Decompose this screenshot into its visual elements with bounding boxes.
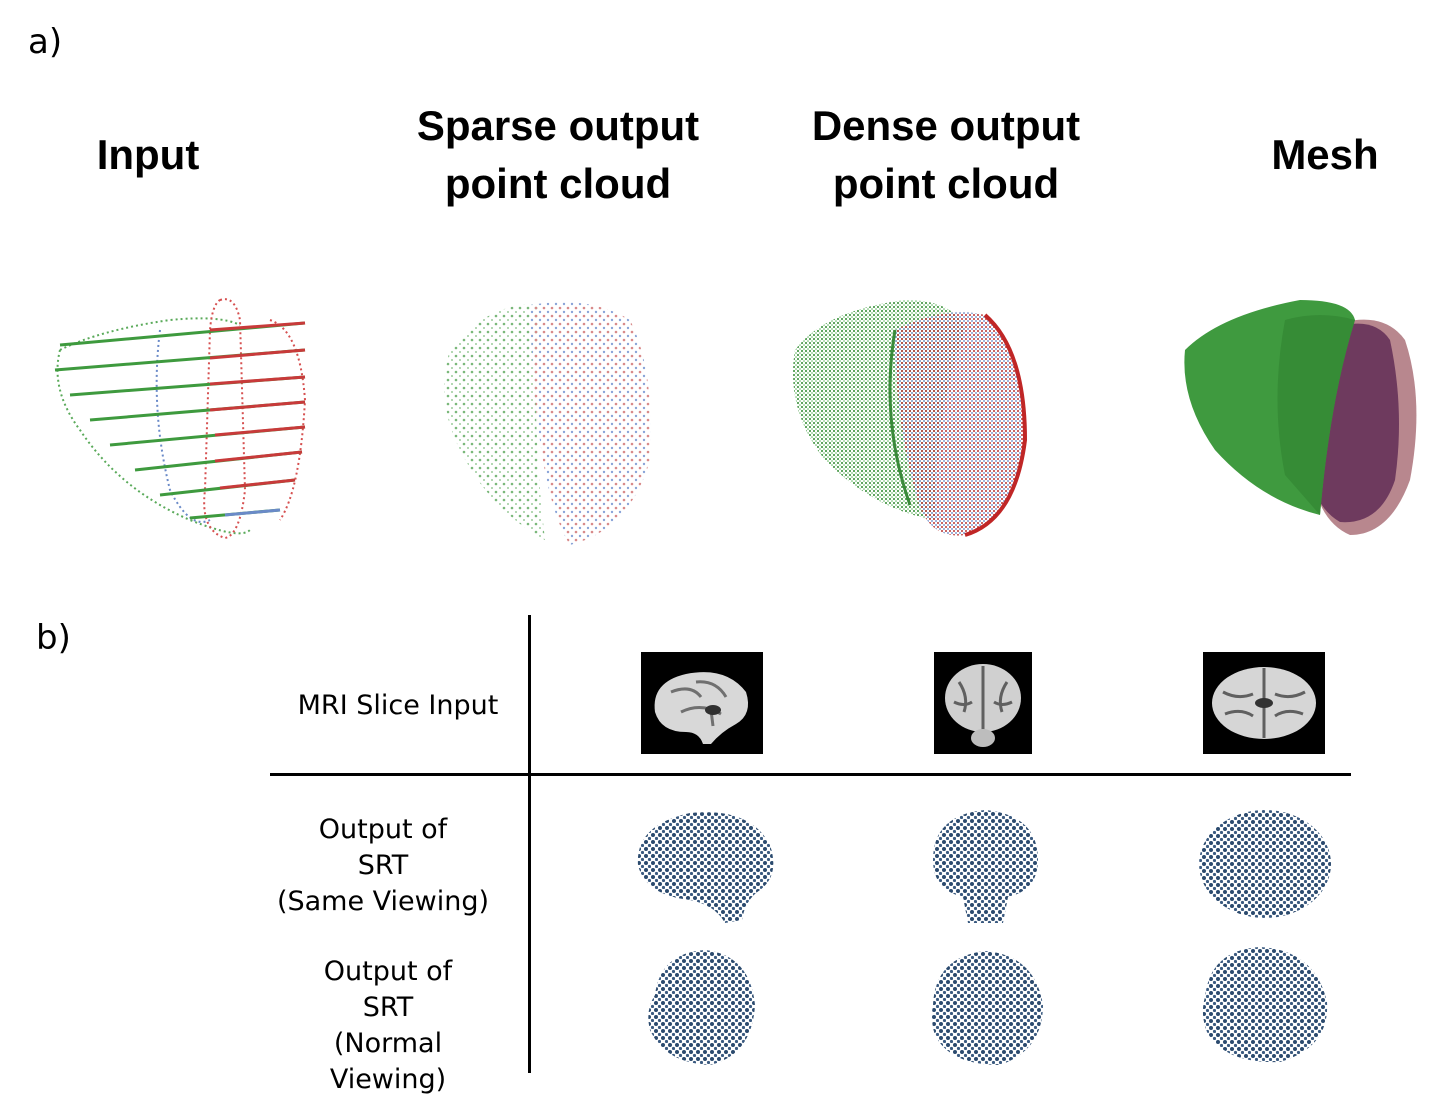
row-label-same-line3: (Same Viewing) [276, 886, 490, 917]
mesh-figure [1184, 300, 1417, 535]
srt-output-normal-coronal [931, 951, 1043, 1065]
col-title-sparse: Sparse output point cloud [400, 97, 716, 213]
col-title-dense-line1: Dense output [811, 102, 1081, 149]
table-vertical-rule [528, 615, 531, 1073]
col-title-dense: Dense output point cloud [790, 97, 1102, 213]
row-label-same-viewing: Output of SRT (Same Viewing) [268, 812, 498, 920]
dense-point-cloud-figure [793, 300, 1028, 537]
panel-b-label: b) [36, 618, 71, 658]
row-label-normal-line1: Output of [323, 956, 453, 987]
col-title-sparse-line1: Sparse output [416, 102, 700, 149]
col-title-mesh: Mesh [1271, 131, 1379, 178]
col-title-sparse-line2: point cloud [444, 160, 672, 207]
srt-output-same-axial [1199, 810, 1331, 918]
row-label-normal-viewing: Output of SRT (Normal Viewing) [272, 954, 504, 1098]
row-label-normal-line3: (Normal Viewing) [329, 1028, 447, 1095]
srt-output-normal-sagittal [648, 950, 755, 1065]
table-horizontal-rule [270, 773, 1351, 776]
row-label-same-line1: Output of [318, 814, 448, 845]
row-label-same-line2: SRT [357, 850, 409, 881]
srt-output-normal-axial [1202, 947, 1328, 1063]
srt-output-same-sagittal [637, 812, 774, 923]
panel-a-label: a) [28, 22, 63, 62]
col-title-input: Input [96, 131, 200, 178]
row-label-normal-line2: SRT [362, 992, 414, 1023]
sparse-point-cloud-figure [444, 302, 651, 545]
mri-slice-sagittal [641, 652, 763, 754]
col-title-dense-line2: point cloud [832, 160, 1060, 207]
mri-slice-coronal [934, 652, 1032, 754]
input-contours-figure [54, 298, 307, 540]
row-label-mri-slice-input: MRI Slice Input [297, 690, 499, 721]
srt-output-same-coronal [933, 810, 1038, 923]
mri-slice-axial [1203, 652, 1325, 754]
